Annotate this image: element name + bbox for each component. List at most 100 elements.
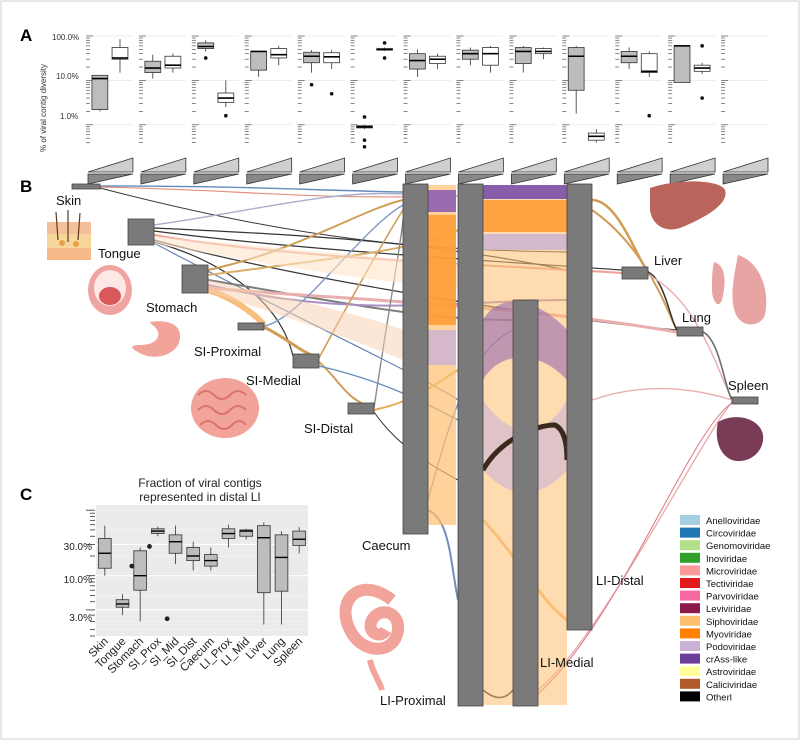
panel-a-wedge-up (617, 157, 663, 173)
panel-a-outlier (329, 91, 334, 96)
sankey-flow (591, 387, 733, 401)
legend-label-caliciviridae: Caliciviridae (706, 680, 757, 691)
caecum-band-myoviridae (428, 215, 456, 325)
panel-c-title-line1: Fraction of viral contigs (138, 476, 261, 490)
liver-illustration (650, 181, 726, 230)
panel-c-ytick-3: 3.0% (69, 613, 92, 624)
panel-a-facet (297, 32, 345, 152)
legend-label-microviridae: Microviridae (706, 566, 757, 577)
node-bar-li-proximal (457, 183, 484, 707)
legend-label-podoviridae: Podoviridae (706, 642, 756, 653)
sankey-flow-band (154, 236, 483, 290)
panel-a-wedge-down (616, 173, 663, 185)
panel-c-title-line2: represented in distal LI (139, 490, 260, 504)
panel-c-outlier (164, 616, 170, 622)
panel-a-ylabel: % of viral contig diversity (39, 64, 48, 152)
panel-a-facet (350, 32, 398, 152)
node-label-stomach: Stomach (146, 300, 197, 315)
legend-swatch-otherl (680, 691, 700, 702)
node-label-liver: Liver (654, 253, 683, 268)
panel-a-outlier (224, 113, 228, 118)
panel-a-wedge-down (669, 173, 716, 185)
panel-a-wedge-down (140, 173, 186, 185)
panel-a-outlier (309, 82, 314, 87)
panel-a-outlier (362, 144, 367, 149)
panel-a-facet (138, 32, 186, 152)
panel-c-box (133, 550, 147, 591)
node-label-spleen: Spleen (728, 378, 768, 393)
legend-label-anelloviridae: Anelloviridae (706, 516, 760, 527)
node-bar-caecum (402, 183, 429, 535)
node-label-si-proximal: SI-Proximal (194, 344, 261, 359)
legend-swatch-siphoviridae (680, 615, 700, 626)
legend: AnelloviridaeCircoviridaeGenomoviridaeIn… (680, 515, 770, 703)
panel-c-box (239, 529, 253, 537)
panel-a-wedge-up (458, 157, 504, 173)
panel-a-ytick-100: 100.0% (52, 33, 79, 42)
panel-a-wedge-down (405, 173, 451, 185)
legend-label-circoviridae: Circoviridae (706, 529, 756, 540)
small-intestine-illustration (191, 378, 259, 438)
legend-swatch-astroviridae (680, 666, 700, 677)
panel-c-box (292, 530, 306, 546)
skin-illustration (47, 210, 91, 260)
node-label-li-medial: LI-Medial (540, 655, 594, 670)
panel-a-box (673, 45, 691, 83)
legend-label-leviviridae: Leviviridae (706, 604, 751, 615)
sankey-nodes (71, 183, 759, 707)
panel-a-box (567, 47, 585, 91)
legend-swatch-genomoviridae (680, 540, 700, 551)
panel-a-box (250, 50, 267, 71)
panel-c-box (186, 547, 200, 561)
panel-a-wedge-up (511, 157, 557, 173)
legend-swatch-caliciviridae (680, 678, 700, 689)
panel-a-box (111, 47, 129, 60)
organ-illustrations (47, 181, 767, 691)
tongue-illustration (88, 265, 132, 315)
node-bar-si-proximal (237, 322, 265, 331)
panel-c-background (96, 505, 308, 636)
legend-label-inoviridae: Inoviridae (706, 554, 747, 565)
panel-a-outlier (203, 56, 208, 60)
node-bar-si-medial (292, 353, 320, 369)
panel-a: A % of viral contig diversity 100.0% 10.… (20, 26, 769, 185)
legend-swatch-myoviridae (680, 628, 700, 639)
legend-swatch-circoviridae (680, 527, 700, 538)
panel-c-ytick-10: 10.0% (64, 575, 92, 586)
panel-a-outlier (362, 115, 367, 119)
node-label-lung: Lung (682, 310, 711, 325)
panel-a-wedge-up (299, 157, 346, 173)
panel-b-letter: B (20, 177, 32, 196)
panel-a-wedge-up (352, 157, 398, 173)
panel-a-box (409, 53, 426, 70)
sankey-labels: Skin Tongue Stomach SI-Proximal SI-Media… (56, 193, 768, 708)
legend-label-astroviridae: Astroviridae (706, 667, 756, 678)
node-bar-si-distal (347, 402, 375, 415)
sankey-flow (537, 402, 733, 695)
legend-label-genomoviridae: Genomoviridae (706, 541, 770, 552)
node-bar-skin (71, 183, 101, 190)
panel-a-wedge-down (563, 173, 610, 185)
stomach-illustration (132, 321, 181, 357)
panel-a-outlier (700, 44, 704, 48)
sankey-flow-band (208, 280, 403, 360)
legend-label-otherl: Otherl (706, 692, 732, 703)
panel-c-letter: C (20, 485, 32, 504)
panel-b: B (20, 177, 770, 708)
panel-a-ytick-10: 10.0% (56, 72, 79, 81)
panel-a-plot (86, 32, 768, 152)
node-label-tongue: Tongue (98, 246, 141, 261)
node-bar-lung (676, 326, 704, 337)
node-bar-spleen (731, 396, 759, 405)
panel-a-outlier (382, 41, 387, 45)
node-label-caecum: Caecum (362, 538, 410, 553)
panel-c-outlier (147, 543, 152, 549)
spleen-illustration (716, 417, 764, 462)
caecum-illustration (339, 583, 405, 691)
panel-a-outlier (647, 113, 652, 118)
panel-a-box (482, 47, 499, 66)
node-label-si-medial: SI-Medial (246, 373, 301, 388)
legend-swatch-tectiviridae (680, 578, 700, 588)
sankey-flow (207, 199, 404, 271)
